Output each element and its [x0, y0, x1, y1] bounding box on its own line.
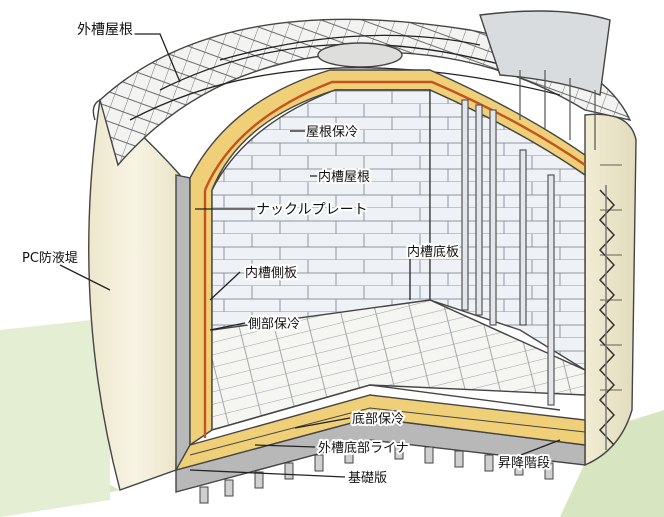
inner-bottom-floor	[211, 299, 586, 431]
label-inner-bottom-plate: 内槽底板	[407, 244, 459, 260]
roof-platform	[479, 10, 611, 150]
leader-lines	[59, 33, 561, 478]
label-foundation-slab: 基礎版	[348, 471, 387, 486]
label-outer-roof: 外槽屋根	[77, 22, 133, 38]
foundation-piles	[199, 442, 554, 504]
outer-wall-section	[175, 174, 191, 472]
label-outer-bottom-liner: 外槽底部ライナ	[318, 440, 409, 456]
label-pc-dike: PC防液堤	[22, 250, 78, 266]
label-roof-insulation: 屋根保冷	[306, 125, 358, 140]
label-bottom-insulation: 底部保冷	[352, 411, 404, 427]
label-knuckle-plate: ナックルプレート	[256, 202, 368, 218]
internal-pump-columns	[461, 99, 555, 406]
inner-side-walls	[211, 88, 586, 372]
ground-area	[0, 318, 664, 517]
label-side-insulation: 側部保冷	[248, 317, 300, 332]
pc-dike-wall-right	[584, 113, 637, 467]
label-stairway: 昇降階段	[498, 456, 550, 471]
foundation-slab	[174, 394, 586, 493]
stairway	[598, 185, 616, 450]
label-inner-roof: 内槽屋根	[318, 169, 370, 185]
label-inner-side-plate: 内槽側板	[245, 265, 297, 281]
